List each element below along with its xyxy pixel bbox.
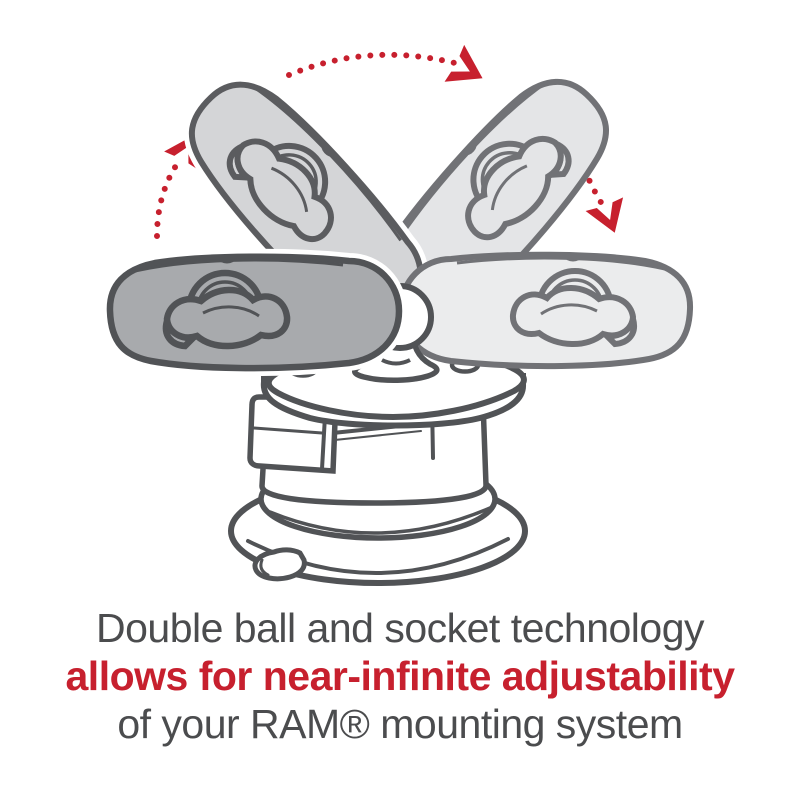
- caption-line-3: of your RAM® mounting system: [117, 701, 683, 747]
- caption: Double ball and socket technology allows…: [0, 604, 800, 748]
- rotation-arrow-left-icon: [154, 125, 212, 239]
- ram-mount-illustration: [0, 44, 800, 586]
- rotation-arrow-top-icon: [286, 44, 493, 97]
- caption-line-1: Double ball and socket technology: [95, 605, 705, 651]
- rotation-arrow-right-icon: [574, 144, 634, 240]
- arm-position-left-current: [110, 255, 399, 369]
- suction-tab: [252, 547, 307, 582]
- caption-line-2: allows for near-infinite adjustability: [65, 653, 736, 699]
- suction-cup-base: [228, 342, 528, 586]
- arm-position-right: [401, 253, 690, 367]
